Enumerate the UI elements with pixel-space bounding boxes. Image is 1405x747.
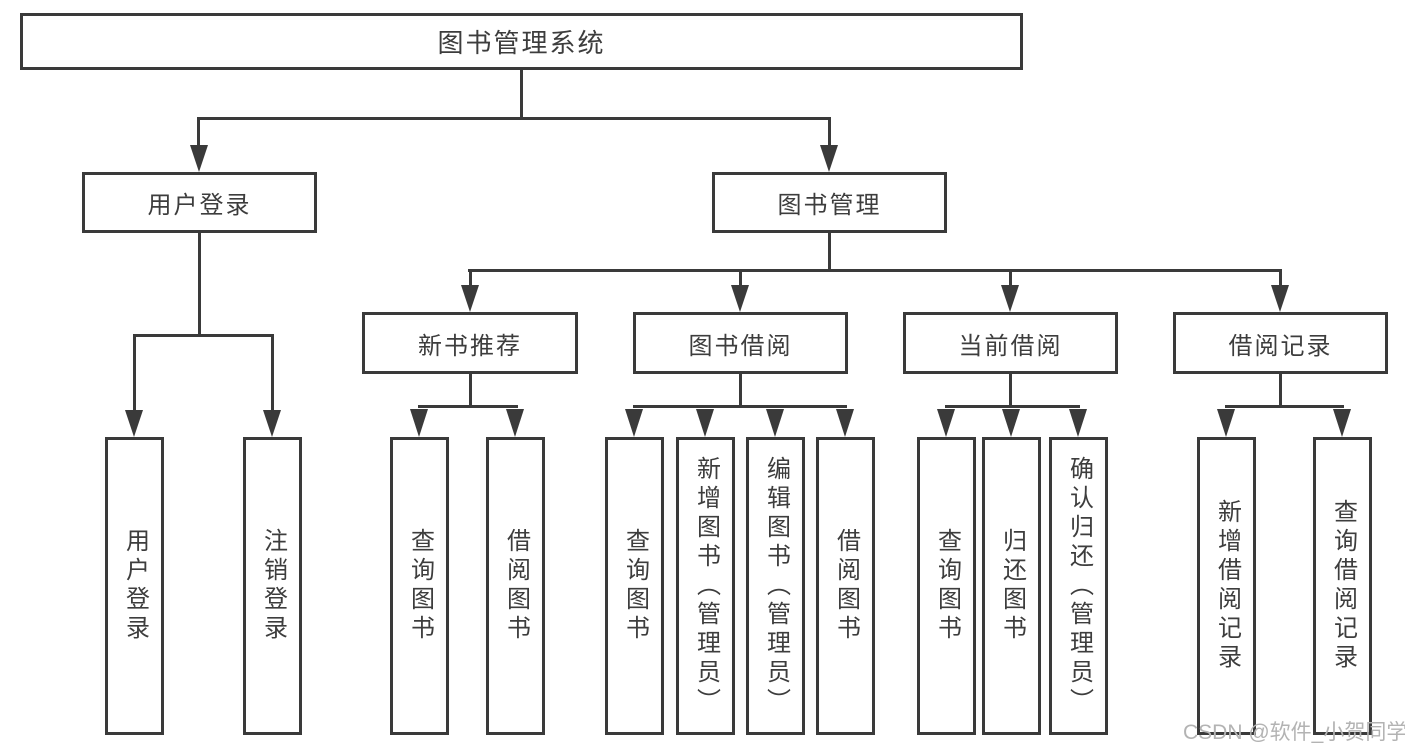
arrow-down-icon	[1001, 285, 1019, 312]
arrow-down-icon	[836, 409, 854, 437]
leaf-logout: 注销登录	[243, 437, 302, 735]
connector-userlogin-left-drop	[133, 334, 136, 414]
node-book-borrow: 图书借阅	[633, 312, 848, 374]
node-label: 借阅记录	[1228, 332, 1333, 360]
leaf-label: 借阅图书	[832, 528, 860, 644]
connector-bookmgmt-rail	[468, 269, 1282, 272]
leaf-label: 查询图书	[933, 528, 961, 644]
connector-records-rail	[1225, 405, 1344, 408]
connector-root-trunk	[520, 70, 523, 118]
leaf-br-query-record: 查询借阅记录	[1313, 437, 1372, 735]
arrow-down-icon	[696, 409, 714, 437]
node-label: 图书借阅	[688, 332, 793, 360]
node-label: 图书管理系统	[437, 28, 606, 58]
connector-drop	[1009, 269, 1012, 287]
leaf-label: 注销登录	[259, 528, 287, 644]
leaf-nbr-query-book: 查询图书	[390, 437, 449, 735]
arrow-down-icon	[461, 285, 479, 312]
node-book-management: 图书管理	[712, 172, 947, 233]
leaf-cb-confirm-return-admin: 确认归还（管理员）	[1049, 437, 1108, 735]
connector-bookmgmt-trunk	[828, 233, 831, 271]
leaf-bb-edit-book-admin: 编辑图书（管理员）	[746, 437, 805, 735]
connector-userlogin-rail	[133, 334, 274, 337]
connector-current-trunk	[1009, 374, 1012, 407]
leaf-br-add-record: 新增借阅记录	[1197, 437, 1256, 735]
connector-root-left-drop	[197, 117, 200, 148]
arrow-down-icon	[1069, 409, 1087, 437]
csdn-watermark: CSDN @软件_小贺同学	[1183, 721, 1405, 744]
leaf-bb-add-book-admin: 新增图书（管理员）	[676, 437, 735, 735]
connector-drop	[739, 269, 742, 287]
node-label: 当前借阅	[958, 332, 1063, 360]
arrow-down-icon	[263, 410, 281, 437]
leaf-cb-return-book: 归还图书	[982, 437, 1041, 735]
connector-userlogin-right-drop	[271, 334, 274, 414]
node-borrow-records: 借阅记录	[1173, 312, 1388, 374]
node-label: 图书管理	[777, 192, 882, 219]
leaf-label: 查询借阅记录	[1329, 499, 1357, 673]
node-label: 新书推荐	[418, 332, 522, 360]
connector-userlogin-trunk	[198, 233, 201, 335]
arrow-down-icon	[125, 410, 143, 437]
arrow-down-icon	[1217, 409, 1235, 437]
arrow-down-icon	[1002, 409, 1020, 437]
leaf-bb-query-book: 查询图书	[605, 437, 664, 735]
leaf-user-login: 用户登录	[105, 437, 164, 735]
node-current-borrow: 当前借阅	[903, 312, 1118, 374]
connector-newbook-rail	[418, 405, 518, 408]
leaf-label: 查询图书	[406, 528, 434, 644]
arrow-down-icon	[1271, 285, 1289, 312]
leaf-cb-query-book: 查询图书	[917, 437, 976, 735]
arrow-down-icon	[820, 145, 838, 172]
node-root: 图书管理系统	[20, 13, 1023, 70]
leaf-label: 查询图书	[621, 528, 649, 644]
leaf-nbr-borrow-book: 借阅图书	[486, 437, 545, 735]
leaf-label: 新增图书（管理员）	[692, 455, 720, 717]
connector-records-trunk	[1279, 374, 1282, 407]
leaf-label: 确认归还（管理员）	[1065, 455, 1093, 717]
connector-drop	[469, 269, 472, 287]
node-new-book-recommend: 新书推荐	[362, 312, 578, 374]
arrow-down-icon	[1333, 409, 1351, 437]
arrow-down-icon	[506, 409, 524, 437]
arrow-down-icon	[410, 409, 428, 437]
arrow-down-icon	[937, 409, 955, 437]
node-user-login: 用户登录	[82, 172, 317, 233]
connector-borrow-rail	[633, 405, 847, 408]
leaf-label: 用户登录	[121, 528, 149, 644]
leaf-bb-borrow-book: 借阅图书	[816, 437, 875, 735]
connector-current-rail	[945, 405, 1080, 408]
arrow-down-icon	[190, 145, 208, 172]
connector-root-rail	[198, 117, 831, 120]
connector-drop	[1279, 269, 1282, 287]
arrow-down-icon	[625, 409, 643, 437]
connector-newbook-trunk	[469, 374, 472, 407]
leaf-label: 借阅图书	[502, 528, 530, 644]
leaf-label: 新增借阅记录	[1213, 499, 1241, 673]
leaf-label: 编辑图书（管理员）	[762, 455, 790, 717]
node-label: 用户登录	[147, 192, 252, 219]
arrow-down-icon	[766, 409, 784, 437]
connector-borrow-trunk	[739, 374, 742, 407]
connector-root-right-drop	[828, 117, 831, 148]
leaf-label: 归还图书	[998, 528, 1026, 644]
arrow-down-icon	[731, 285, 749, 312]
